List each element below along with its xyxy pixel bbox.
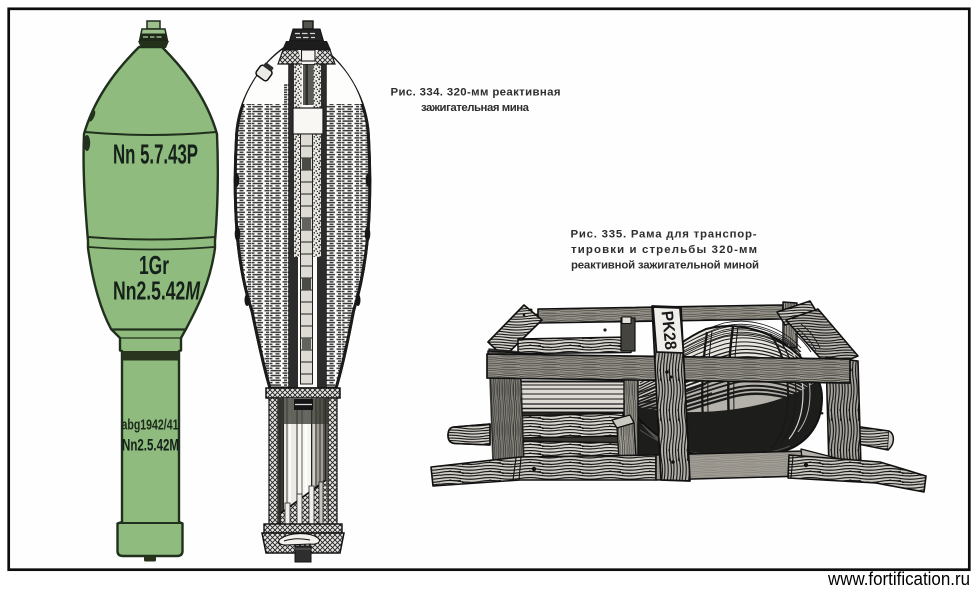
svg-text:Nn 5.7.43P: Nn 5.7.43P xyxy=(113,139,198,170)
svg-text:www.fortification.ru: www.fortification.ru xyxy=(827,568,970,589)
svg-text:abg1942/41: abg1942/41 xyxy=(122,418,179,434)
svg-text:тировки и стрельбы 320-мм: тировки и стрельбы 320-мм xyxy=(571,244,757,256)
svg-text:Рис. 334. 320-мм реактивная: Рис. 334. 320-мм реактивная xyxy=(391,87,561,99)
svg-text:Nn2.5.42M: Nn2.5.42M xyxy=(122,436,179,455)
svg-text:Рис. 335. Рама для транспор-: Рис. 335. Рама для транспор- xyxy=(571,228,757,240)
svg-text:PK28: PK28 xyxy=(658,310,680,351)
svg-text:зажигательная мина: зажигательная мина xyxy=(421,102,530,114)
svg-text:реактивной зажигательной миной: реактивной зажигательной миной xyxy=(571,259,759,271)
svg-text:1Gr: 1Gr xyxy=(139,250,169,280)
svg-text:Nn2.5.42M: Nn2.5.42M xyxy=(113,276,201,306)
